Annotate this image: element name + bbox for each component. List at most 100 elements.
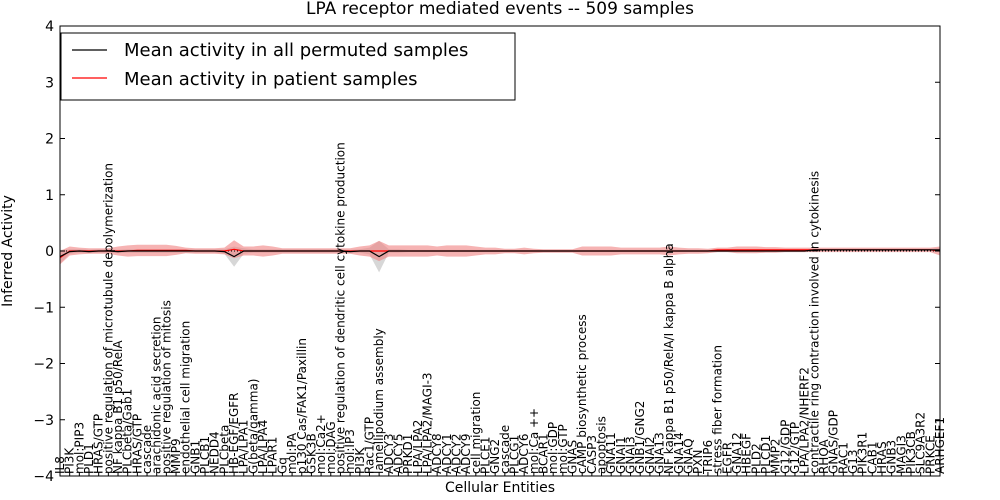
- x-category-label: LPA/LPA1: [237, 420, 251, 474]
- x-category-label: mol:GTP: [556, 424, 570, 474]
- x-category-label: G13: [846, 449, 860, 474]
- x-category-label: lamellipodium assembly: [372, 328, 386, 474]
- x-category-label: GNA11: [604, 432, 618, 474]
- x-category-label: G(beta/gamma): [246, 379, 260, 474]
- x-category-label: cascade: [498, 425, 512, 474]
- x-category-label: PLCB1: [198, 436, 212, 474]
- x-category-label: mol:IP3: [343, 429, 357, 474]
- x-category-label: G12/GTP: [788, 422, 802, 474]
- x-category-label: GNAI2: [643, 436, 657, 474]
- x-category-label: PLD2: [749, 443, 763, 474]
- x-category-label: PLCbeta: [217, 425, 231, 474]
- x-category-label: GNAS/GDP: [827, 410, 841, 474]
- x-category-label: mol:Ca2+: [314, 414, 328, 474]
- x-category-label: PLD1: [82, 443, 96, 474]
- x-category-label: HRAS/GTP: [92, 414, 106, 474]
- y-tick-label: −3: [33, 413, 54, 429]
- x-category-label: LPA/LPA2/NHERF2: [798, 367, 812, 474]
- legend-label-permuted: Mean activity in all permuted samples: [124, 40, 468, 61]
- line-series-0: [59, 249, 940, 258]
- x-category-label: RAC1: [836, 442, 850, 474]
- x-category-label: ADCY6: [517, 433, 531, 474]
- band-series-1: [60, 240, 940, 265]
- x-category-label: mol:Ca ++: [527, 408, 541, 474]
- x-category-label: NF kappa B1 p50/RelA/I kappa B alpha: [662, 243, 676, 474]
- x-category-label: PRKD1: [401, 434, 415, 474]
- x-category-label: positive regulation of dendritic cell cy…: [333, 142, 347, 474]
- x-category-label: cascade: [140, 425, 154, 474]
- x-category-label: PRKCE: [923, 435, 937, 474]
- x-category-label: ADCY9: [459, 433, 473, 474]
- x-category-label: NF kappa B1 p50/RelA: [111, 340, 125, 474]
- x-category-label: GNAS: [566, 440, 580, 474]
- x-category-label: PLCbeta/Gab1: [121, 389, 135, 474]
- x-category-label: CAB1: [865, 442, 879, 474]
- x-category-label: GNG2: [488, 439, 502, 474]
- plot-area: [59, 240, 941, 273]
- x-category-label: HRAS/GTP: [130, 414, 144, 474]
- x-category-label: MMP2: [769, 438, 783, 474]
- x-category-label: PXN: [691, 450, 705, 474]
- y-tick-label: 3: [45, 75, 54, 91]
- x-category-label: LPAR1: [266, 437, 280, 474]
- y-axis-label: Inferred Activity: [0, 195, 16, 307]
- x-category-label: GNB1/GNG2: [633, 401, 647, 474]
- x-category-label: SLC9A3R2: [914, 412, 928, 474]
- x-category-label: LPA/LPA2/MAGI-3: [421, 372, 435, 474]
- x-category-label: CASP3: [585, 435, 599, 474]
- x-category-label: GNAI1: [614, 436, 628, 474]
- x-category-label: MMP9: [169, 438, 183, 474]
- x-category-label: PLCD1: [759, 435, 773, 474]
- x-category-label: GNA13: [653, 432, 667, 474]
- x-category-label: GNAQ: [682, 438, 696, 474]
- x-category-label: mol:PA: [285, 432, 299, 474]
- x-category-label: LPA/LPA2: [411, 420, 425, 474]
- x-category-label: HB-EGF/EGFR: [227, 392, 241, 474]
- x-category-label: ADCY5: [392, 433, 406, 474]
- legend-label-patient: Mean activity in patient samples: [124, 69, 418, 90]
- x-category-label: PIK3R1: [856, 432, 870, 474]
- x-category-label: PLCE1: [479, 436, 493, 474]
- x-category-label: GNA12: [730, 432, 744, 474]
- x-category-label: stress fiber formation: [711, 345, 725, 474]
- x-category-label: EGFR: [720, 442, 734, 474]
- x-category-label: PI3K: [353, 447, 367, 474]
- y-tick-label: 4: [45, 19, 54, 35]
- x-category-label: HBEGF: [740, 433, 754, 474]
- x-category-label: endothelial cell migration: [179, 321, 193, 474]
- x-category-label: mol:DAG: [324, 421, 338, 474]
- x-category-label: PIK3CB: [904, 431, 918, 474]
- x-category-label: positive regulation of mitosis: [159, 300, 173, 474]
- legend-box: [60, 32, 516, 101]
- x-category-label: GNB3: [885, 440, 899, 474]
- x-category-label: ARHGEF1: [933, 417, 947, 474]
- x-category-label: ADCY3: [382, 433, 396, 474]
- x-category-label: Gq: [275, 457, 289, 474]
- x-category-label: BCAR1: [537, 433, 551, 474]
- x-category-label: p130 Cas/FAK1/Paxillin: [295, 338, 309, 474]
- x-category-label: arachidonic acid secretion: [150, 317, 164, 474]
- chart-title: LPA receptor mediated events -- 509 samp…: [306, 0, 694, 19]
- x-category-label: TRIP6: [701, 440, 715, 475]
- y-tick-label: −2: [33, 357, 54, 373]
- x-category-label: LPA/LPA4: [256, 420, 270, 474]
- y-tick-label: 0: [45, 244, 54, 260]
- x-category-label: cell migration: [469, 392, 483, 474]
- x-category-label: GNB1: [188, 440, 202, 474]
- x-category-label: mol:PIP3: [72, 422, 86, 474]
- x-category-label: ADCY1: [440, 433, 454, 474]
- x-category-label: GSK3B: [304, 433, 318, 474]
- x-category-label: PLCG1: [508, 435, 522, 474]
- y-tick-label: −1: [33, 300, 54, 316]
- x-category-label: RHOA: [817, 438, 831, 474]
- x-category-label: positive regulation of microtubule depol…: [101, 163, 115, 474]
- x-axis-label: Cellular Entities: [445, 480, 555, 496]
- x-category-label: PI3K: [63, 447, 77, 474]
- x-category-label: apoptosis: [595, 416, 609, 474]
- x-category-label: Rac1/GTP: [363, 417, 377, 474]
- x-category-label: GNA14: [672, 432, 686, 474]
- x-category-label: cAMP biosynthetic process: [575, 314, 589, 474]
